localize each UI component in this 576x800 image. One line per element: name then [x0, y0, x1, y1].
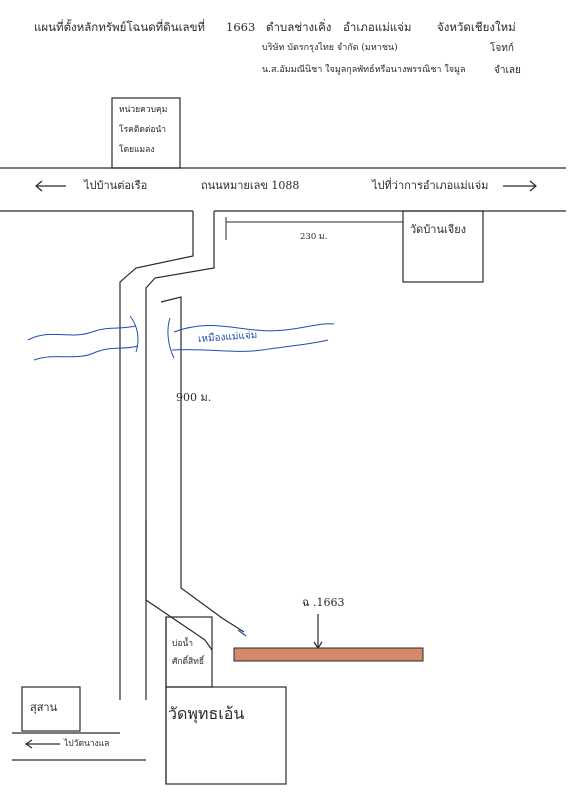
- soi-inner-left: [160, 296, 245, 633]
- temple-main-label: วัดพุทธเอ้น: [168, 704, 245, 723]
- temple-top-building: [402, 210, 484, 283]
- plot-pointer-icon: [313, 614, 323, 650]
- defendant-label: จำเลย: [494, 65, 521, 76]
- stream-lines: [27, 315, 335, 361]
- plaintiff-company: บริษัท บัตรกรุงไทย จำกัด (มหาชน): [262, 43, 398, 53]
- distance-900: 900 ม.: [176, 391, 212, 404]
- map-title: แผนที่ตั้งหลักทรัพย์โฉนดที่ดินเลขที่: [34, 20, 206, 34]
- temple-main-building: [165, 686, 287, 785]
- well-shrine-line-2: ศักดิ์สิทธิ์: [172, 657, 205, 667]
- cemetery-building: [21, 686, 81, 732]
- well-shrine-line-1: บ่อน้ำ: [172, 639, 194, 649]
- left-direction: ไปบ้านต่อเรือ: [84, 179, 148, 192]
- bottom-direction: ไปวัดนางแล: [64, 739, 110, 749]
- disease-office-line-3: โดยแมลง: [119, 145, 155, 155]
- subdistrict: ตำบลช่างเคิ่ง: [266, 20, 332, 34]
- arrow-right-icon: [503, 180, 537, 192]
- arrow-bottom-left-icon: [24, 739, 60, 749]
- distance-230: 230 ม.: [300, 232, 328, 242]
- district: อำเภอแม่แจ่ม: [343, 20, 412, 34]
- temple-top-label: วัดบ้านเจียง: [410, 223, 467, 236]
- right-direction: ไปที่ว่าการอำเภอแม่แจ่ม: [372, 179, 489, 192]
- plaintiff-label: โจทก์: [490, 43, 514, 54]
- land-plot: [233, 647, 424, 662]
- disease-office-line-1: หน่วยควบคุม: [119, 105, 168, 115]
- arrow-left-icon: [35, 180, 66, 192]
- disease-office-line-2: โรคติดต่อนำ: [119, 125, 167, 135]
- plot-label: ฉ .1663: [302, 596, 345, 609]
- province: จังหวัดเชียงใหม่: [437, 20, 516, 34]
- defendant-names: น.ส.อัมมณีนิชา ใจมูลกุลพัทธ์หรือนางพรรณิ…: [262, 65, 466, 75]
- road-name: ถนนหมายเลข 1088: [201, 179, 300, 192]
- soi-outer-right: [145, 211, 215, 700]
- cemetery-label: สุสาน: [30, 701, 58, 714]
- deed-number: 1663: [226, 20, 256, 34]
- disease-office-building: [111, 97, 181, 169]
- soi-inner-right: [145, 520, 213, 651]
- well-shrine-building: [165, 616, 213, 688]
- soi-outer-left: [119, 211, 194, 700]
